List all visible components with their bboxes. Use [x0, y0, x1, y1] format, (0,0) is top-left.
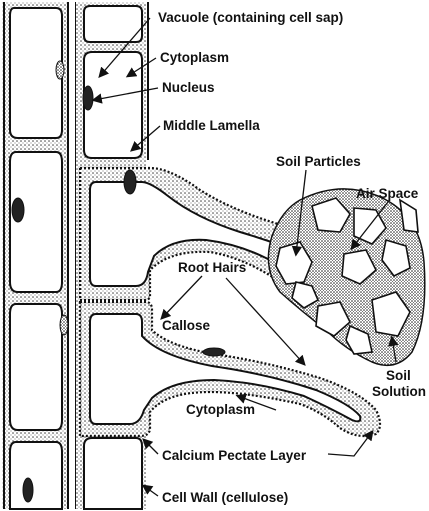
label-callose: Callose [162, 318, 211, 333]
label-soil: Soil [386, 368, 411, 383]
label-cytoplasm-top: Cytoplasm [160, 50, 229, 65]
label-soil-particles: Soil Particles [276, 154, 361, 169]
label-vacuole: Vacuole (containing cell sap) [158, 10, 343, 25]
label-cytoplasm-bottom: Cytoplasm [186, 402, 255, 417]
label-solution: Solution [372, 384, 426, 399]
label-root-hairs: Root Hairs [178, 260, 246, 275]
left-cell-column [2, 2, 76, 509]
label-middle-lamella: Middle Lamella [163, 118, 260, 133]
label-calcium-pectate: Calcium Pectate Layer [162, 448, 307, 463]
soil-particle-cluster [268, 189, 424, 365]
label-cell-wall: Cell Wall (cellulose) [162, 490, 288, 505]
label-nucleus: Nucleus [162, 80, 215, 95]
label-air-space: Air Space [356, 186, 419, 201]
